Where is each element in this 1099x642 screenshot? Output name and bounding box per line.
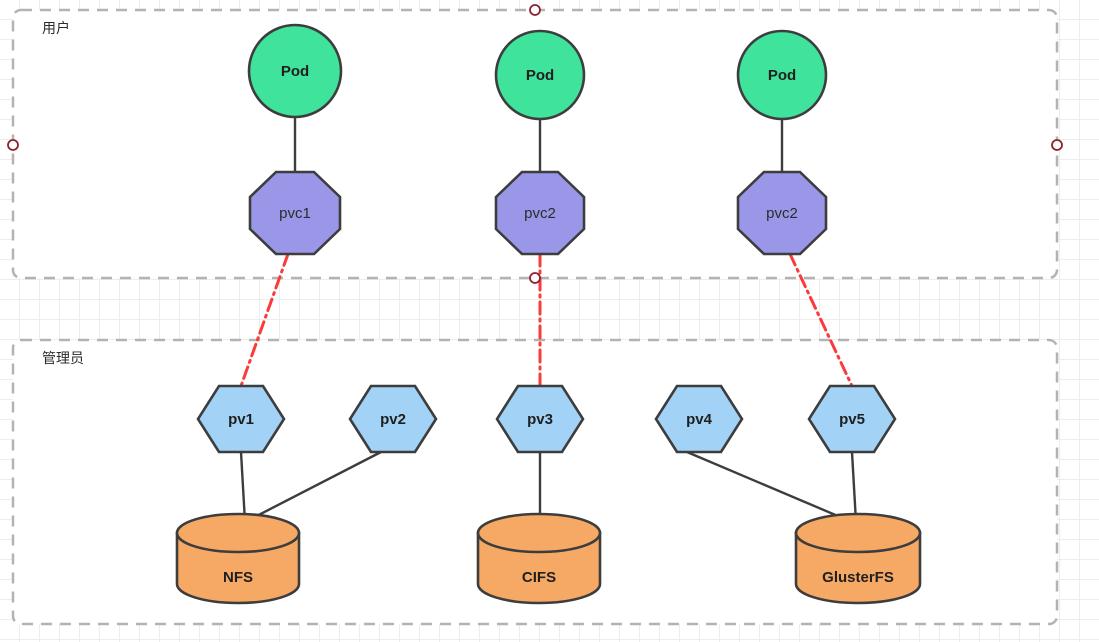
node-pv-4[interactable]: pv4 xyxy=(654,384,744,454)
cylinder-top xyxy=(476,512,602,554)
pv-label: pv4 xyxy=(686,411,713,428)
pv-label: pv2 xyxy=(380,411,406,428)
pv-label: pv3 xyxy=(527,411,553,428)
node-pod-1[interactable]: Pod xyxy=(247,23,343,119)
pvc-nodes: pvc1 pvc2 pvc2 xyxy=(248,170,828,256)
node-pv-3[interactable]: pv3 xyxy=(495,384,585,454)
pv-hexagon[interactable] xyxy=(348,384,438,454)
pv-label: pv1 xyxy=(228,411,254,428)
pvc-octagon[interactable] xyxy=(248,170,342,256)
pv-hexagon[interactable] xyxy=(807,384,897,454)
pvc-label: pvc2 xyxy=(766,205,798,222)
pv-label: pv5 xyxy=(839,411,865,428)
storage-label: NFS xyxy=(223,569,253,586)
storage-nodes: NFS CIFS GlusterFS xyxy=(175,512,922,605)
edges-pv-to-storage xyxy=(239,450,858,524)
group-user-label: 用户 xyxy=(42,20,70,36)
pvc-label: pvc1 xyxy=(279,205,311,222)
pvc-octagon[interactable] xyxy=(736,170,828,256)
edges-pod-to-pvc xyxy=(293,117,784,173)
endpoint-marker-top[interactable] xyxy=(529,4,541,16)
endpoint-marker-left[interactable] xyxy=(7,139,19,151)
storage-label: CIFS xyxy=(522,569,556,586)
storage-label: GlusterFS xyxy=(822,569,894,586)
node-pod-3[interactable]: Pod xyxy=(736,29,828,121)
pod-circle[interactable] xyxy=(736,29,828,121)
pod-label: Pod xyxy=(768,67,796,84)
pod-circle[interactable] xyxy=(247,23,343,119)
pod-nodes: Pod Pod Pod xyxy=(247,23,828,121)
pod-label: Pod xyxy=(281,63,309,80)
node-pv-2[interactable]: pv2 xyxy=(348,384,438,454)
pv-hexagon[interactable] xyxy=(654,384,744,454)
node-pv-1[interactable]: pv1 xyxy=(196,384,286,454)
pvc-octagon[interactable] xyxy=(494,170,586,256)
edge-pvc1-pv1[interactable] xyxy=(239,252,290,388)
cylinder-top xyxy=(175,512,301,554)
pvc-label: pvc2 xyxy=(524,205,556,222)
pod-circle[interactable] xyxy=(494,29,586,121)
edges-pvc-to-pv xyxy=(239,252,854,388)
endpoint-marker-right[interactable] xyxy=(1051,139,1063,151)
node-pvc-2[interactable]: pvc2 xyxy=(494,170,586,256)
edge-pv4-glusterfs[interactable] xyxy=(686,450,853,524)
endpoint-markers xyxy=(7,4,1063,284)
node-storage-glusterfs[interactable]: GlusterFS xyxy=(794,512,922,605)
edge-pv2-nfs[interactable] xyxy=(244,450,382,524)
group-admin-label: 管理员 xyxy=(42,350,84,366)
node-pvc-1[interactable]: pvc1 xyxy=(248,170,342,256)
node-pod-2[interactable]: Pod xyxy=(494,29,586,121)
edge-pvc3-pv5[interactable] xyxy=(788,252,854,388)
cylinder-top xyxy=(794,512,922,554)
node-pvc-3[interactable]: pvc2 xyxy=(736,170,828,256)
pv-nodes: pv1 pv2 pv3 pv4 pv5 xyxy=(196,384,897,454)
edge-pv5-glusterfs[interactable] xyxy=(850,451,858,523)
node-pv-5[interactable]: pv5 xyxy=(807,384,897,454)
edge-pv1-nfs[interactable] xyxy=(239,451,247,523)
pv-hexagon[interactable] xyxy=(495,384,585,454)
node-storage-nfs[interactable]: NFS xyxy=(175,512,301,605)
pod-label: Pod xyxy=(526,67,554,84)
node-storage-cifs[interactable]: CIFS xyxy=(476,512,602,605)
endpoint-marker-bottom[interactable] xyxy=(529,272,541,284)
pv-hexagon[interactable] xyxy=(196,384,286,454)
